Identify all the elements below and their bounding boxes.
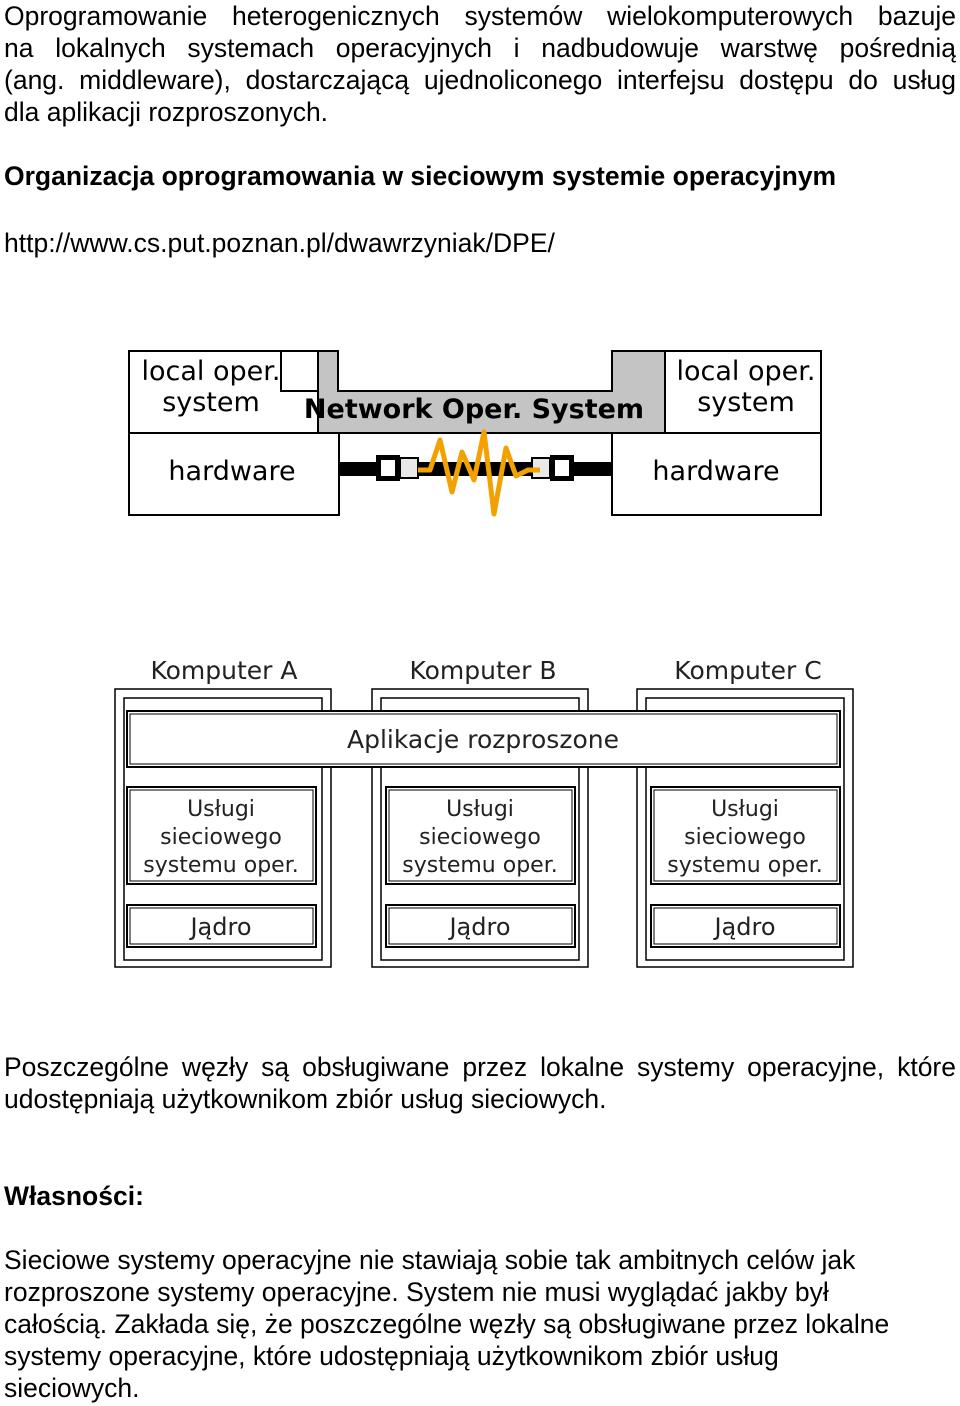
right-os-label-line2: system [697,387,795,418]
right-os-box [664,350,822,434]
intro-line-3: (ang. middleware), dostarczającą ujednol… [4,65,956,95]
computers-figure: Komputer A Komputer B Komputer C Aplikac… [114,656,854,968]
services-b-line1: Usługi [446,797,514,822]
right-hardware-label: hardware [652,456,779,487]
computer-a-frame [114,688,332,968]
services-a-line3: systemu oper. [143,853,298,878]
distributed-apps-box [126,710,841,768]
left-hardware-label: hardware [168,456,295,487]
services-c-line2: sieciowego [684,825,806,850]
kernel-c-label: Jądro [712,913,775,941]
nodes-line-2: udostępniają użytkownikom zbiór usług si… [4,1084,607,1114]
computer-b-label: Komputer B [409,656,556,685]
computer-c-frame [636,688,854,968]
left-os-label-line2: system [162,387,260,418]
kernel-a-label: Jądro [188,913,251,941]
properties-line-1: Sieciowe systemy operacyjne nie stawiają… [4,1245,856,1275]
left-hardware-box [128,432,340,516]
right-os-label-line1: local oper. [677,356,816,387]
right-hardware-box [611,432,822,516]
properties-line-4: systemy operacyjne, które udostępniają u… [4,1341,779,1371]
kernel-box-c [650,904,841,948]
distributed-apps-label: Aplikacje rozproszone [347,725,619,754]
network-os-figure: local oper. system local oper. system Ne… [128,350,822,517]
lightning-icon [418,429,540,517]
services-c-line1: Usługi [711,797,779,822]
kernel-box-b [385,904,576,948]
kernel-box-a [126,904,317,948]
intro-line-1: Oprogramowanie heterogenicznych systemów… [4,1,956,31]
right-connector-icon [531,455,574,481]
services-a-line2: sieciowego [160,825,282,850]
properties-line-3: całością. Zakłada się, że poszczególne w… [4,1309,890,1339]
network-os-label: Network Oper. System [304,394,644,425]
intro-line-4: dla aplikacji rozproszonych. [4,97,329,127]
properties-heading: Własności: [4,1181,144,1211]
nodes-line-1: Poszczególne węzły są obsługiwane przez … [4,1052,956,1082]
section-heading: Organizacja oprogramowania w sieciowym s… [4,161,837,191]
properties-line-5: sieciowych. [4,1373,140,1403]
left-os-label-line1: local oper. [142,356,281,387]
url-text: http://www.cs.put.poznan.pl/dwawrzyniak/… [4,228,555,258]
services-box-a [126,786,317,885]
kernel-b-label: Jądro [447,913,510,941]
services-box-b [385,786,576,885]
computer-c-label: Komputer C [674,656,821,685]
intro-line-2: na lokalnych systemach operacyjnych i na… [4,33,956,63]
computer-a-label: Komputer A [150,656,297,685]
services-a-line1: Usługi [187,797,255,822]
services-box-c [650,786,841,885]
services-c-line3: systemu oper. [667,853,822,878]
computer-b-frame [371,688,589,968]
services-b-line2: sieciowego [419,825,541,850]
properties-line-2: rozproszone systemy operacyjne. System n… [4,1277,829,1307]
left-connector-icon [376,455,419,481]
services-b-line3: systemu oper. [402,853,557,878]
